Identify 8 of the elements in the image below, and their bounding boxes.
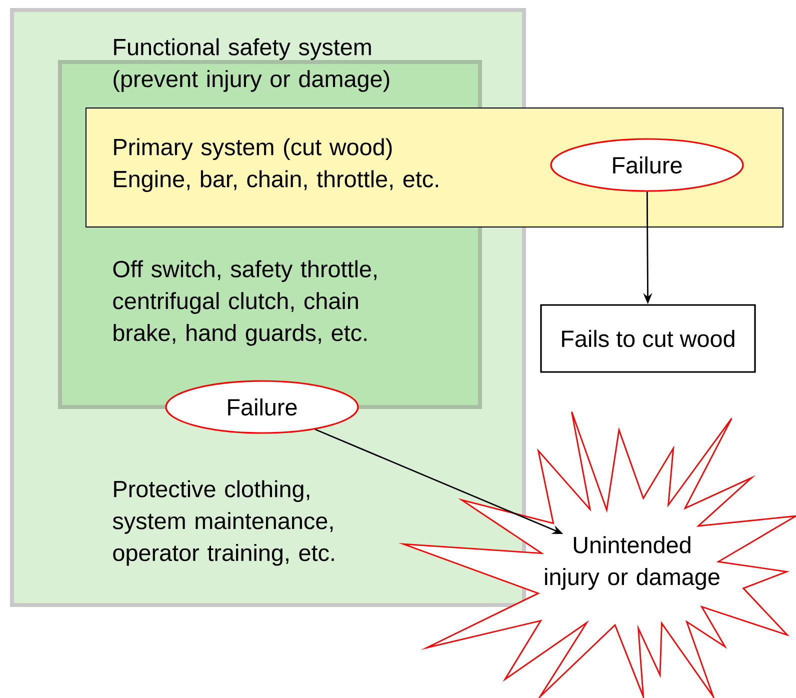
box-text: Off switch, safety throttle, centrifugal clutch, chain brake, hand guards, etc. — [113, 260, 376, 346]
box-text: Engine, bar, chain, throttle, etc. — [114, 170, 438, 192]
box-text: Functional safety system (prevent injury or damage) — [114, 38, 390, 92]
result-box: Fails to cut wood — [540, 304, 756, 373]
node-label: Unintended injury or damage — [545, 536, 720, 590]
box-text: Primary system (cut wood) — [114, 138, 392, 160]
starburst: Unintended injury or damage — [398, 411, 796, 698]
box-text: Protective clothing, system maintenance, operator training, etc. — [112, 480, 334, 566]
